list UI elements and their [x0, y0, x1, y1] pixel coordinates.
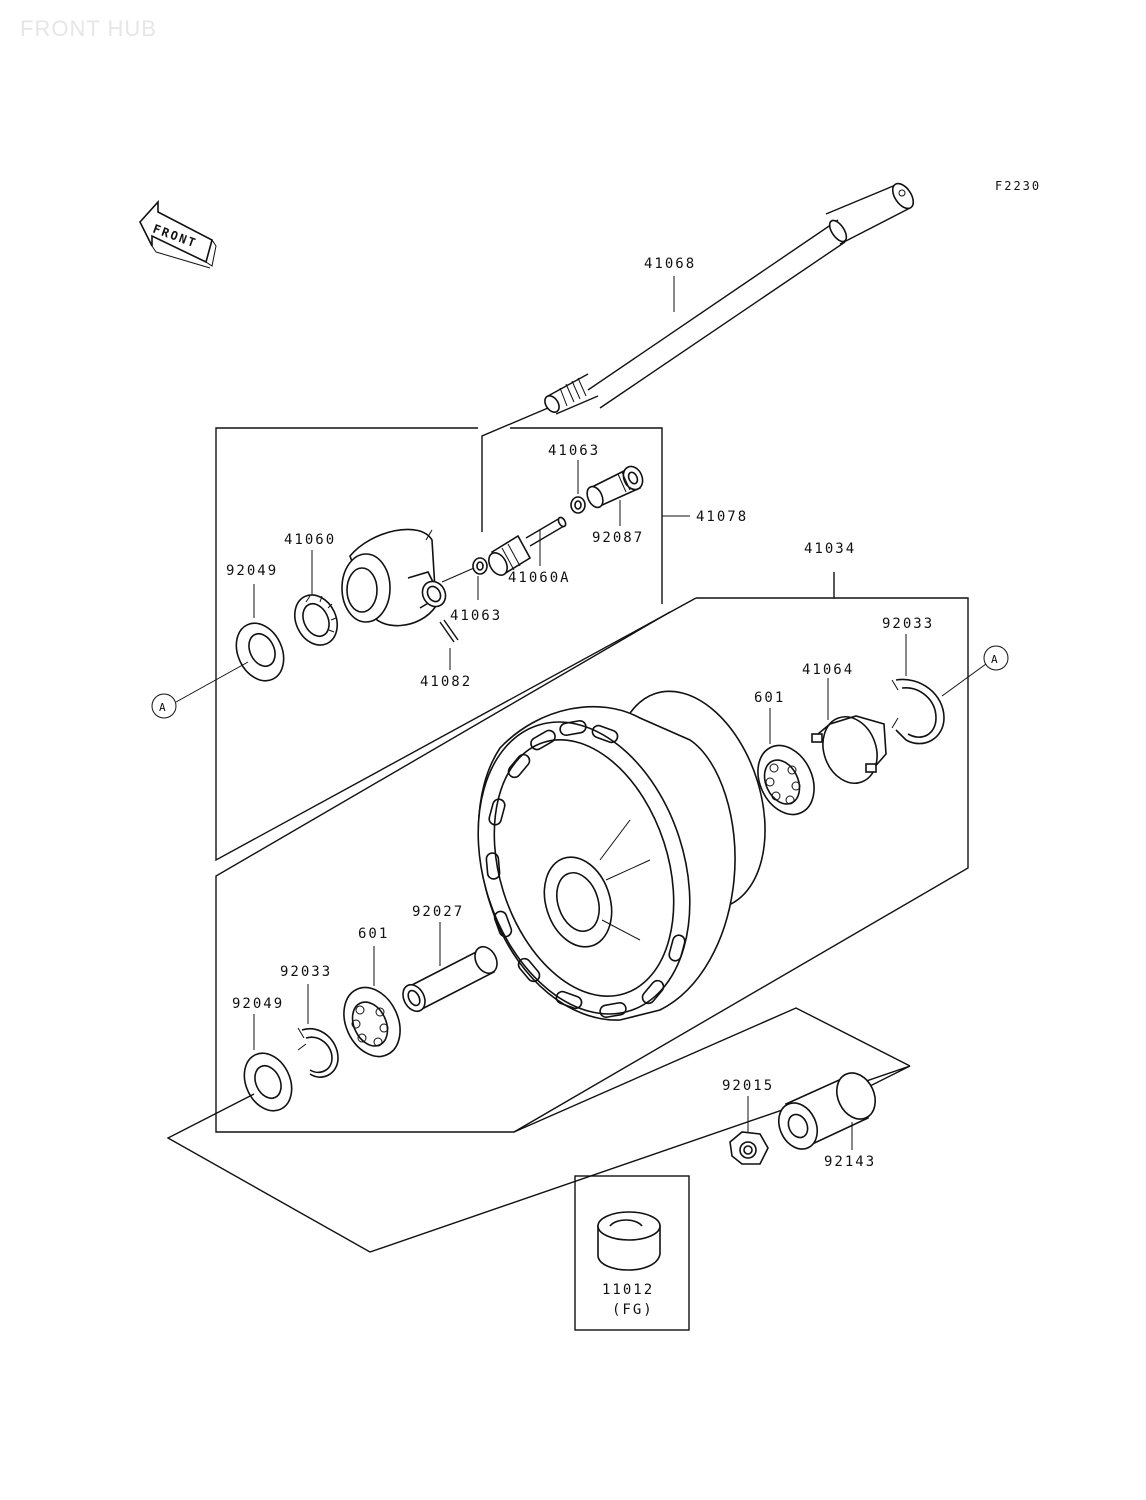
callout-92049-lower: 92049 [232, 996, 284, 1012]
oil-seal-92049-lower [243, 1052, 293, 1112]
callout-92087: 92087 [592, 530, 644, 546]
callout-41068: 41068 [644, 256, 696, 272]
callout-11012: 11012 [602, 1282, 654, 1298]
callout-41063-upper: 41063 [548, 443, 600, 459]
marker-a-left-label: A [159, 701, 166, 714]
callout-41034: 41034 [804, 541, 856, 557]
axle-leader [481, 407, 549, 532]
collar-92143 [777, 1072, 877, 1150]
callout-41060: 41060 [284, 532, 336, 548]
collar-41064 [811, 715, 887, 784]
speedometer-gear-housing [341, 528, 442, 627]
pin-41082 [439, 621, 455, 643]
callout-11012-note: (FG) [612, 1302, 654, 1318]
callout-92143: 92143 [824, 1154, 876, 1170]
oil-seal-92049-upper [235, 622, 285, 682]
front-arrow-icon: FRONT [139, 199, 217, 269]
callout-92049-upper: 92049 [226, 563, 278, 579]
callout-92033-lower: 92033 [280, 964, 332, 980]
callout-41060A: 41060A [508, 570, 571, 586]
washer-41063-upper [570, 496, 586, 514]
front-axle [544, 182, 915, 415]
callout-601-lower: 601 [358, 926, 389, 942]
speedometer-drive-41060 [294, 594, 338, 646]
page-title: FRONT HUB [20, 16, 157, 41]
bearing-601-upper [757, 744, 815, 816]
group-41078-outline-right [510, 427, 663, 604]
wheel-hub [477, 690, 766, 1021]
bushing-92087 [586, 465, 644, 509]
callout-41064: 41064 [802, 662, 854, 678]
nut-92015 [729, 1131, 769, 1165]
marker-a-right [983, 645, 1009, 671]
group-lower-outline-top [513, 1007, 911, 1133]
washer-41063-lower [472, 557, 488, 575]
pinion-gear-41060A [488, 516, 567, 576]
callout-41063-lower: 41063 [450, 608, 502, 624]
callout-92033-upper: 92033 [882, 616, 934, 632]
callout-41082: 41082 [420, 674, 472, 690]
option-box-fg [574, 1175, 690, 1331]
circlip-92033-upper [891, 678, 945, 745]
callout-41078: 41078 [696, 509, 748, 525]
circlip-92033-lower [297, 1027, 339, 1078]
group-lower-outline [166, 1065, 911, 1253]
callout-92015: 92015 [722, 1078, 774, 1094]
group-41078-outline-left [215, 427, 697, 862]
marker-a-right-label: A [991, 653, 998, 666]
cap-11012 [597, 1211, 661, 1271]
callout-92027: 92027 [412, 904, 464, 920]
callout-601-upper: 601 [754, 690, 785, 706]
bearing-601-lower [343, 986, 401, 1058]
marker-a-left [151, 693, 177, 719]
figure-code: F2230 [995, 179, 1041, 193]
spacer-92027 [402, 945, 498, 1013]
group-41034-top [696, 572, 835, 599]
